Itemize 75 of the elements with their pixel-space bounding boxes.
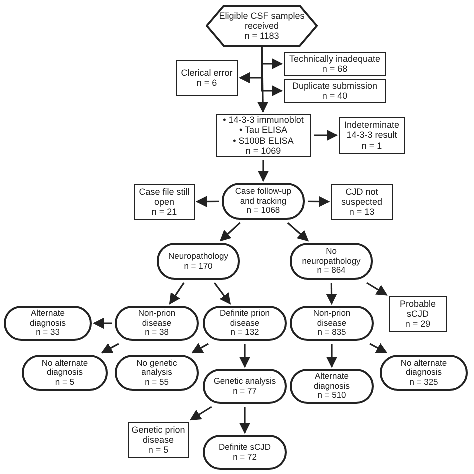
process-box (176, 60, 238, 96)
rounded-box (290, 306, 374, 341)
process-box (134, 184, 195, 220)
node-text: n = 132 (230, 328, 260, 338)
node-text: n = 21 (152, 207, 178, 218)
node-text: n = 1068 (246, 206, 280, 216)
node-text: n = 33 (36, 328, 60, 338)
node-text: Technically inadequate (289, 54, 381, 64)
node-text: n = 68 (322, 64, 348, 74)
arrow (287, 222, 310, 242)
rounded-box (203, 369, 287, 404)
arrow (190, 406, 212, 421)
arrow (239, 344, 251, 368)
process-box (331, 184, 393, 220)
rounded-box (157, 243, 240, 280)
node-text: n = 29 (405, 319, 431, 330)
rounded-box (222, 183, 305, 220)
node-text: n = 1183 (244, 31, 280, 42)
node-text: n = 38 (145, 328, 169, 338)
arrow (257, 50, 269, 114)
arrow (261, 47, 284, 97)
arrow (192, 343, 209, 354)
node-text: n = 170 (184, 262, 213, 272)
arrow (314, 130, 338, 142)
node-text: n = 1 (362, 140, 382, 151)
rounded-box (380, 355, 468, 391)
node-text: n = 55 (145, 378, 169, 388)
arrow (169, 282, 185, 305)
node-text: n = 835 (318, 328, 346, 338)
process-box (216, 114, 311, 157)
node-text: n = 72 (233, 452, 257, 462)
node-text: Duplicate submission (292, 80, 378, 91)
node-text: Clerical error (181, 68, 233, 78)
rounded-box (290, 369, 374, 404)
node-text: n = 5 (55, 378, 75, 388)
process-box (284, 52, 386, 76)
process-box (284, 79, 386, 103)
arrow (326, 344, 338, 368)
rounded-box (22, 355, 108, 391)
arrow (370, 343, 388, 354)
process-box (128, 422, 189, 458)
node-text: • Tau ELISA (239, 125, 288, 136)
node-text: Definite sCJD (219, 442, 271, 452)
arrow (308, 196, 330, 208)
arrow (101, 343, 120, 354)
node-text: n = 13 (349, 207, 375, 218)
node-text: n = 77 (233, 386, 257, 396)
node-text: n = 6 (196, 78, 218, 88)
node-text: • 14-3-3 immunoblot (223, 115, 304, 126)
node-text: Neuropathology (168, 252, 228, 262)
process-box (339, 117, 405, 154)
node-text: n = 1069 (246, 146, 282, 156)
arrow (258, 160, 270, 182)
node-text: n = 325 (410, 378, 438, 388)
node-text: n = 864 (317, 266, 346, 276)
rounded-box (203, 306, 287, 341)
process-box (389, 296, 447, 332)
arrow (92, 318, 112, 330)
arrow (196, 196, 219, 208)
rounded-box (290, 243, 373, 280)
hexagon-node (206, 5, 318, 47)
arrow (326, 283, 338, 306)
rounded-box (115, 306, 199, 341)
node-text: n = 510 (318, 391, 346, 401)
node-text: n = 40 (322, 91, 348, 102)
arrow (214, 282, 232, 305)
node-text: n = 5 (148, 445, 169, 456)
arrow (239, 407, 251, 434)
rounded-box (115, 355, 199, 391)
node-text: Genetic analysis (214, 376, 276, 386)
arrow (366, 282, 388, 296)
rounded-box (203, 435, 287, 470)
rounded-box (4, 306, 92, 341)
node-text: • S100B ELISA (233, 136, 294, 146)
arrow (220, 222, 241, 242)
